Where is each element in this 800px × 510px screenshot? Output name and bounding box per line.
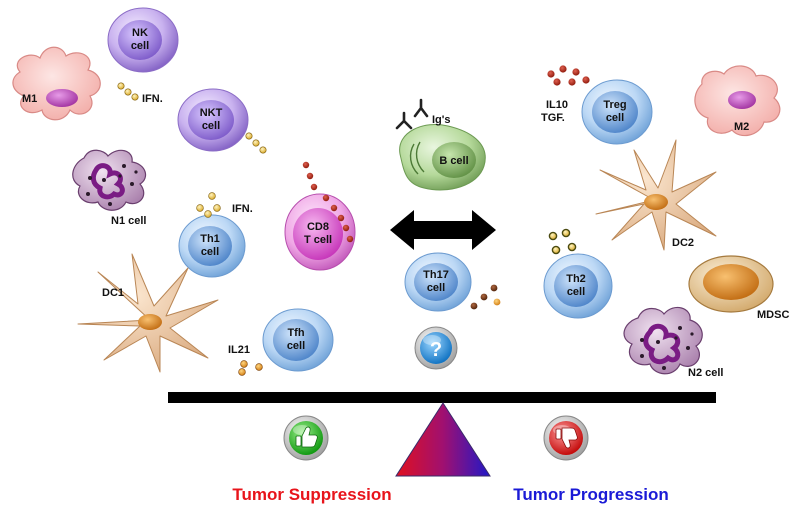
antibody-icons <box>395 98 429 130</box>
n1-granules <box>86 164 138 206</box>
tfh-label-line2: cell <box>287 340 305 352</box>
nk-cell: NK cell <box>107 7 179 73</box>
il21-dots <box>238 360 263 376</box>
b-cell-nucleus <box>432 142 476 178</box>
il10-tgf-dots <box>547 65 590 86</box>
th17-nucleus <box>414 263 458 301</box>
cd8-label-line2: T cell <box>304 234 332 246</box>
m2-label: M2 <box>734 121 749 133</box>
th1-label-line1: Th1 <box>200 233 220 245</box>
dc1-label: DC1 <box>102 287 124 299</box>
n2-granules <box>640 326 694 370</box>
good-outcome-button <box>283 415 329 461</box>
m1-macrophage: M1 <box>12 46 101 121</box>
th17-label-line1: Th17 <box>423 269 449 281</box>
ifn-dots-nk <box>117 82 139 101</box>
cytokine-dots-th2 <box>548 228 577 255</box>
nkt-cell: NKT cell <box>177 88 249 152</box>
treg-label-line2: cell <box>606 112 624 124</box>
ifn-dots-th1 <box>196 192 221 218</box>
tfh-nucleus <box>273 319 319 361</box>
th1-cell: Th1 cell <box>178 214 246 278</box>
balance-beam <box>168 392 716 403</box>
th2-nucleus <box>554 265 598 307</box>
n1-cell-body <box>72 149 147 211</box>
mdsc-nucleus <box>703 264 759 300</box>
n2-neutrophil: N2 cell <box>623 306 723 379</box>
m2-nucleus <box>728 91 756 109</box>
nk-label-line1: NK <box>132 27 148 39</box>
th2-cell: Th2 cell <box>543 253 613 319</box>
th17-cell: Th17 cell <box>404 252 472 312</box>
treg-cell: Treg cell <box>581 79 653 145</box>
cd8-nucleus <box>293 208 343 260</box>
dc1-cell-body <box>77 253 219 373</box>
m1-cell-body <box>12 46 101 121</box>
thumbs-up-icon <box>295 426 318 448</box>
nk-label-line2: cell <box>131 40 149 52</box>
m1-label: M1 <box>22 93 37 105</box>
tgf-label: TGF. <box>541 112 565 124</box>
th1-label-line2: cell <box>201 246 219 258</box>
tfh-label-line1: Tfh <box>287 327 304 339</box>
unknown-role-button: ? <box>414 326 458 370</box>
tfh-cell: Tfh cell <box>262 308 334 372</box>
tumor-suppression-label: Tumor Suppression <box>232 485 391 504</box>
cytokine-dots-th17 <box>470 284 501 310</box>
m2-macrophage: M2 <box>694 65 781 137</box>
m1-nucleus <box>46 89 78 107</box>
cd8-label-line1: CD8 <box>307 221 329 233</box>
bad-outcome-button <box>543 415 589 461</box>
th1-nucleus <box>188 226 232 266</box>
nk-nucleus <box>118 20 162 60</box>
b-cell-membrane-line1 <box>409 143 419 175</box>
mdsc-cell: MDSC <box>688 255 789 321</box>
th17-label-line2: cell <box>427 282 445 294</box>
ifn-label-th1: IFN. <box>232 203 253 215</box>
th2-label-line1: Th2 <box>566 273 586 285</box>
nkt-label-line2: cell <box>202 120 220 132</box>
n2-lobed-nucleus <box>643 323 681 365</box>
nkt-label-line1: NKT <box>200 107 223 119</box>
th2-label-line2: cell <box>567 286 585 298</box>
granzyme-dots-cd8 <box>302 161 354 243</box>
cd8-t-cell: CD8 T cell <box>284 193 356 271</box>
dc2-dendritic-cell: DC2 <box>595 139 717 251</box>
treg-nucleus <box>592 91 638 133</box>
treg-label-line1: Treg <box>603 99 626 111</box>
dc1-nucleus <box>138 314 162 330</box>
n2-label: N2 cell <box>688 367 723 379</box>
ifn-label-nk: IFN. <box>142 93 163 105</box>
b-cell-membrane-line2 <box>415 141 425 173</box>
n1-lobed-nucleus <box>90 163 125 200</box>
b-cell-label: B cell <box>439 155 468 167</box>
igs-label: Ig's <box>432 114 451 126</box>
question-mark-icon: ? <box>430 339 442 361</box>
nkt-nucleus <box>188 100 234 140</box>
thumbs-down-icon <box>555 427 578 449</box>
bidirectional-arrow-icon <box>390 210 496 250</box>
dc1-dendritic-cell: DC1 <box>77 253 219 373</box>
balance-fulcrum <box>395 402 491 477</box>
dc2-nucleus <box>644 194 668 210</box>
n1-neutrophil: N1 cell <box>72 149 147 227</box>
cytokine-dots-nkt <box>245 132 267 154</box>
mdsc-label: MDSC <box>757 309 789 321</box>
n1-label: N1 cell <box>111 215 146 227</box>
n2-cell-body <box>623 306 703 375</box>
dc2-label: DC2 <box>672 237 694 249</box>
il10-label: IL10 <box>546 99 568 111</box>
b-cell: B cell <box>399 124 486 191</box>
il21-label: IL21 <box>228 344 250 356</box>
tumor-progression-label: Tumor Progression <box>513 485 669 504</box>
